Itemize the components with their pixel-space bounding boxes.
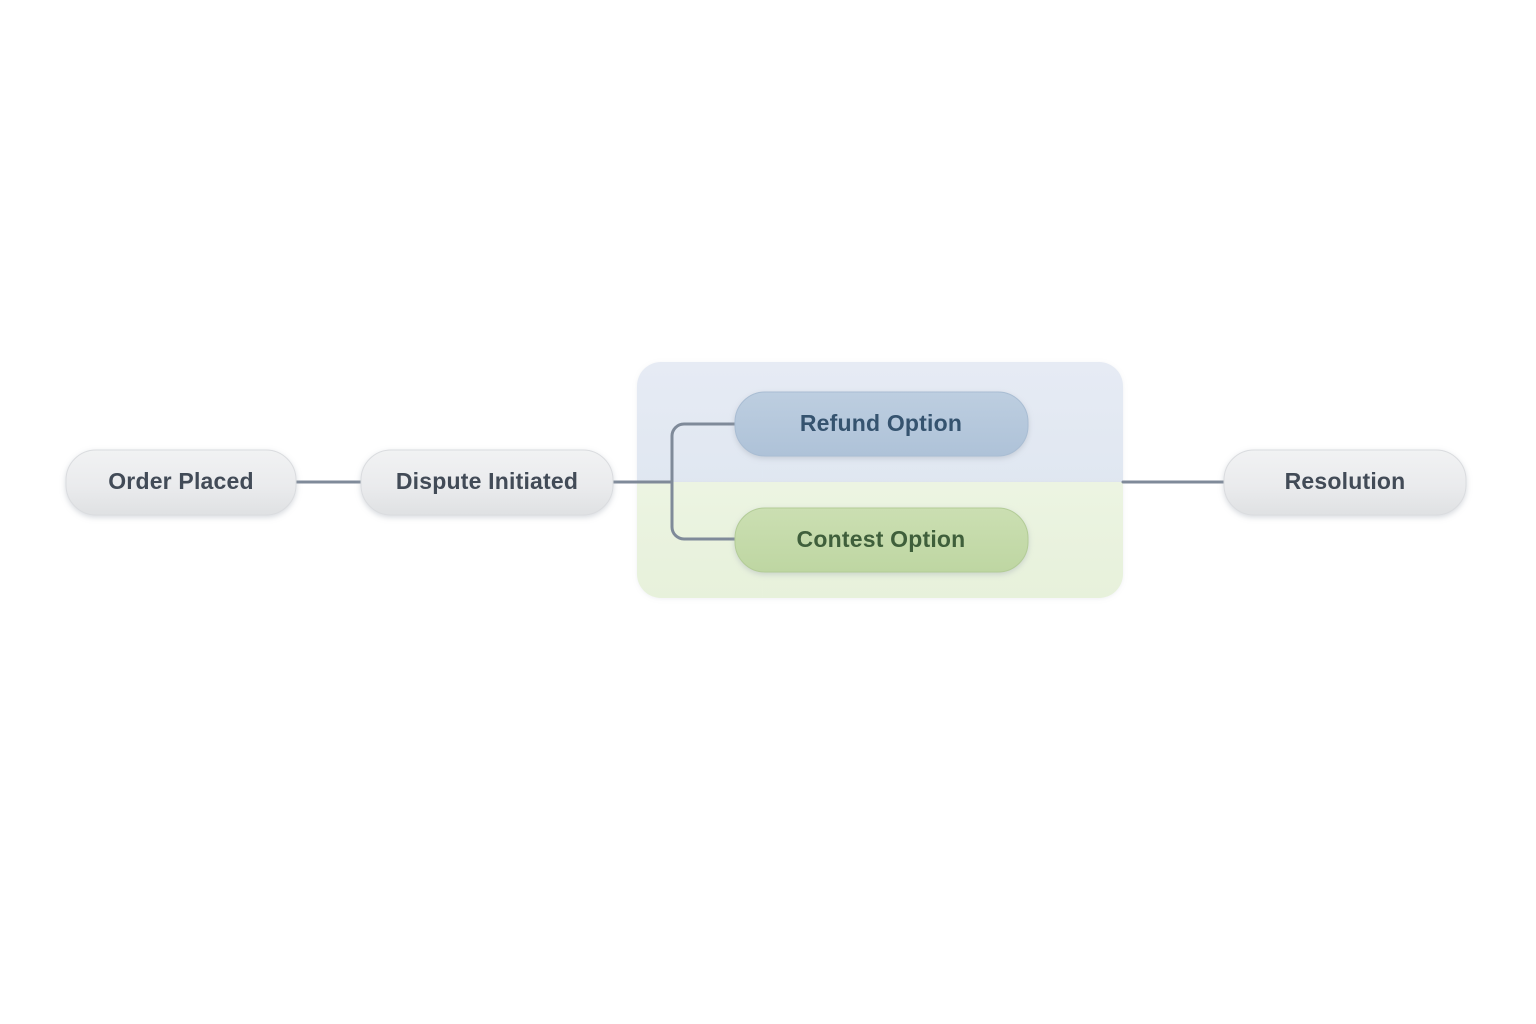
- node-dispute-initiated[interactable]: Dispute Initiated: [360, 449, 614, 516]
- edge-dispute-to-refund: [670, 422, 737, 484]
- node-refund-option[interactable]: Refund Option: [734, 391, 1029, 457]
- node-contest-option-shape: [734, 507, 1029, 573]
- node-order-placed-label: Order Placed: [108, 468, 254, 494]
- node-order-placed[interactable]: Order Placed: [65, 449, 297, 516]
- node-dispute-initiated-shape: [360, 449, 614, 516]
- node-resolution[interactable]: Resolution: [1223, 449, 1467, 516]
- edge-layer: [294, 422, 1226, 541]
- node-dispute-initiated-label: Dispute Initiated: [396, 468, 578, 494]
- node-resolution-shape: [1223, 449, 1467, 516]
- node-refund-option-shape: [734, 391, 1029, 457]
- node-contest-option-label: Contest Option: [797, 526, 966, 552]
- node-refund-option-label: Refund Option: [800, 410, 962, 436]
- edge-dispute-to-contest: [670, 480, 737, 541]
- node-resolution-label: Resolution: [1285, 468, 1406, 494]
- node-contest-option[interactable]: Contest Option: [734, 507, 1029, 573]
- node-order-placed-shape: [65, 449, 297, 516]
